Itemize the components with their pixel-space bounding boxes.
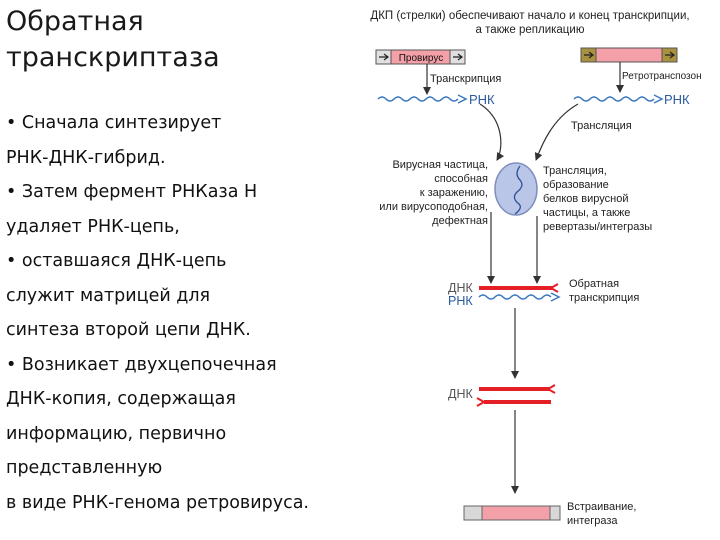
provirus-box: Провирус — [375, 49, 466, 65]
text-line: синтеза второй цепи ДНК. — [6, 320, 251, 340]
virus-particle-text-4: или вирусоподобная, — [379, 201, 488, 213]
virus-particle-text-5: дефектная — [432, 215, 488, 227]
provirus-label: Провирус — [399, 53, 444, 64]
rna-label-left: РНК — [469, 92, 495, 107]
virus-particle-text-1: Вирусная частица, — [392, 159, 488, 171]
bullet-text: • Сначала синтезирует РНК-ДНК-гибрид. • … — [6, 106, 351, 520]
dna-label: ДНК — [448, 281, 473, 295]
transcription-label: Транскрипция — [430, 73, 501, 85]
text-line: • оставшаяся ДНК-цепь — [6, 251, 227, 271]
translation-formation-text-4: частицы, а также — [543, 207, 630, 219]
slide-title: Обратная транскриптаза — [6, 4, 326, 76]
reverse-transcription-text-2: транскрипция — [569, 292, 639, 304]
rna-label: РНК — [448, 294, 473, 308]
rna-label-right: РНК — [664, 92, 690, 107]
diagram-header-line-1: ДКП (стрелки) обеспечивают начало и коне… — [370, 10, 689, 22]
text-line: • Возникает двухцепочечная — [6, 354, 277, 375]
retrotransposon-box — [580, 47, 678, 63]
text-line: удаляет РНК-цепь, — [6, 216, 180, 237]
integrated-provirus — [463, 505, 561, 521]
text-line: ДНК-копия, содержащая — [6, 389, 236, 409]
rna-wave-left — [377, 96, 459, 102]
translation-formation-text-3: белков вирусной — [543, 193, 629, 205]
diagram-header-line-2: а также репликацию — [476, 24, 585, 36]
integration-text-2: интеграза — [567, 515, 618, 527]
integration-text-1: Встраивание, — [567, 501, 637, 513]
rna-wave-right — [573, 96, 655, 102]
text-line: информацию, первично — [6, 423, 227, 444]
translation-label: Трансляция — [571, 120, 632, 132]
text-line: служит матрицей для — [6, 285, 211, 306]
dna-label-2: ДНК — [448, 387, 473, 401]
title-line-2: транскриптаза — [6, 42, 220, 73]
virus-particle-icon — [494, 162, 538, 216]
text-line: в виде РНК-генома ретровируса. — [6, 492, 309, 513]
reverse-transcription-text-1: Обратная — [569, 278, 619, 290]
double-strand-dna — [476, 384, 556, 407]
text-line: представленную — [6, 458, 163, 478]
rna-dna-hybrid — [478, 283, 561, 302]
text-line: • Затем фермент РНКаза Н — [6, 182, 258, 202]
retrotransposon-label: Ретротранспозон — [622, 71, 702, 82]
title-line-1: Обратная — [6, 6, 144, 37]
virus-particle-text-2: способная — [434, 173, 488, 185]
translation-formation-text-5: ревертазы/интегразы — [543, 221, 652, 233]
text-line: • Сначала синтезирует — [6, 113, 222, 133]
virus-particle-text-3: к заражению, — [420, 187, 488, 199]
translation-formation-text-1: Трансляция, — [543, 165, 607, 177]
translation-formation-text-2: образование — [543, 179, 609, 191]
text-line: РНК-ДНК-гибрид. — [6, 147, 166, 168]
